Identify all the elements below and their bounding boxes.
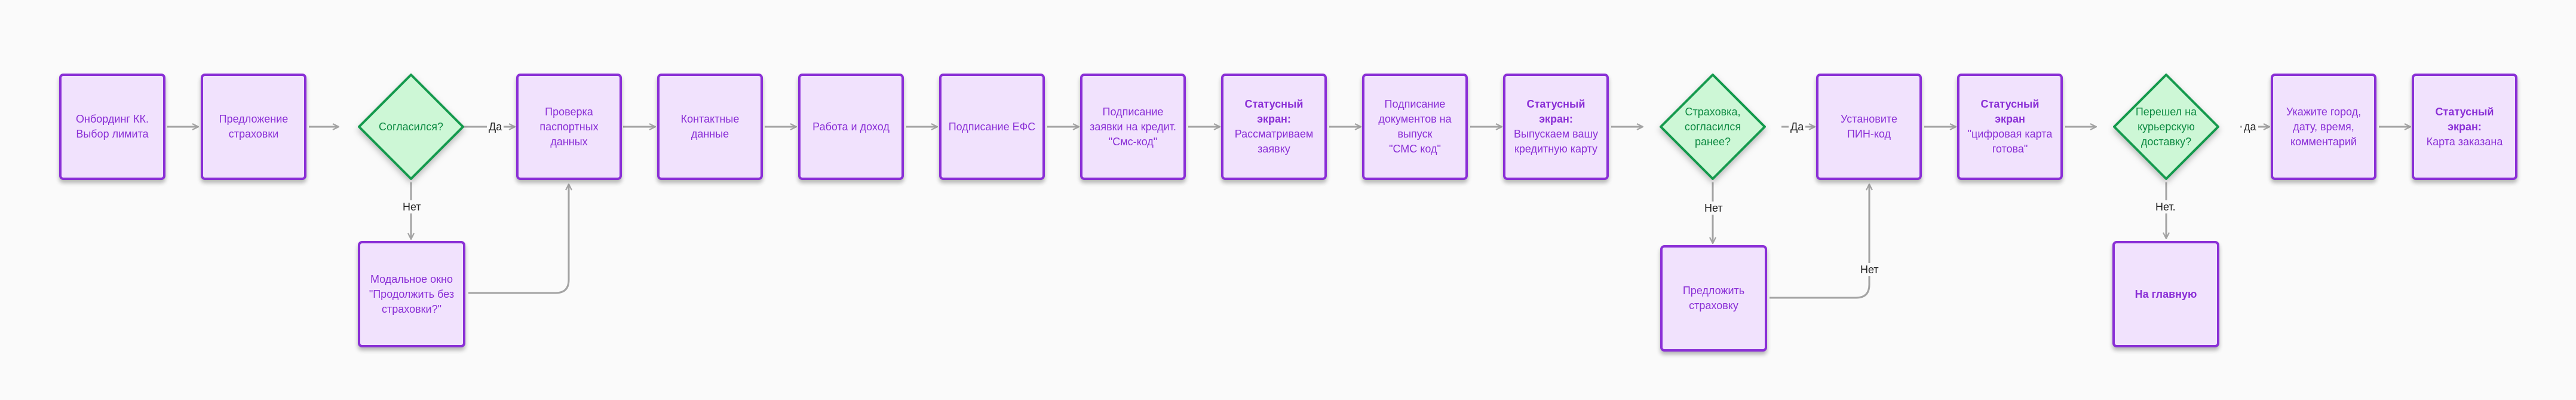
node-passport-check[interactable]: Проверка паспортных данных <box>516 74 622 180</box>
edge-modal-passport <box>468 184 569 294</box>
node-status-issuing[interactable]: Статусный экран: Выпускаем вашу кредитну… <box>1503 74 1609 180</box>
decision-label: Страховка, согласился ранее? <box>1684 105 1741 148</box>
decision-label: Согласился? <box>378 120 443 133</box>
status-title: Статусный экран: <box>2435 105 2494 133</box>
diamond-shape <box>2113 74 2219 180</box>
node-docs-sign[interactable]: Подписание документов на выпуск "СМС код… <box>1362 74 1468 180</box>
node-status-digital[interactable]: Статусный экран "цифровая карта готова" <box>1957 74 2063 180</box>
edge-label-agreed-yes: Да <box>487 120 504 133</box>
edge-label-insurance-yes: Да <box>1789 120 1806 133</box>
node-modal-no-insurance[interactable]: Модальное окно "Продолжить без страховки… <box>358 241 465 347</box>
node-status-reviewing[interactable]: Статусный экран: Рассматриваем заявку <box>1221 74 1327 180</box>
decision-agreed[interactable]: Согласился? <box>357 73 465 181</box>
edge-label-insurance-no: Нет <box>1703 201 1725 215</box>
edge-offer-pin <box>1770 184 1869 299</box>
node-sms-sign[interactable]: Подписание заявки на кредит. "Смс-код" <box>1080 74 1186 180</box>
node-contacts[interactable]: Контактные данные <box>657 74 763 180</box>
node-work-income[interactable]: Работа и доход <box>798 74 904 180</box>
node-offer-insurance[interactable]: Предложить страховку <box>1660 245 1767 352</box>
diamond-shape <box>358 74 464 180</box>
diamond-shape <box>1660 74 1766 180</box>
status-text: "цифровая карта готова" <box>1967 128 2053 155</box>
node-address[interactable]: Укажите город, дату, время, комментарий <box>2271 74 2376 180</box>
node-to-main[interactable]: На главную <box>2112 241 2219 347</box>
edge-label-offer-no: Нет <box>1859 263 1881 276</box>
decision-label: Перешел на курьерскую доставку? <box>2135 105 2197 148</box>
status-text: Выпускаем вашу кредитную карту <box>1514 128 1598 155</box>
status-text: Карта заказана <box>2426 135 2503 148</box>
node-efs-sign[interactable]: Подписание ЕФС <box>939 74 1045 180</box>
status-title: Статусный экран: <box>1244 98 1304 125</box>
edge-label-courier-yes: да <box>2242 120 2258 133</box>
node-set-pin[interactable]: Установите ПИН-код <box>1816 74 1922 180</box>
decision-courier[interactable]: Перешел на курьерскую доставку? <box>2112 73 2220 181</box>
node-onboarding[interactable]: Онбординг КК. Выбор лимита <box>59 74 165 180</box>
edge-label-agreed-no: Нет <box>401 200 423 213</box>
status-text: Рассматриваем заявку <box>1234 128 1314 155</box>
node-status-ordered[interactable]: Статусный экран: Карта заказана <box>2412 74 2517 180</box>
edge-label-courier-no: Нет. <box>2154 200 2178 213</box>
decision-insurance-agreed[interactable]: Страховка, согласился ранее? <box>1659 73 1767 181</box>
status-title: Статусный экран: <box>1526 98 1586 125</box>
status-title: Статусный экран <box>1980 98 2040 125</box>
node-insurance-offer[interactable]: Предложение страховки <box>201 74 306 180</box>
